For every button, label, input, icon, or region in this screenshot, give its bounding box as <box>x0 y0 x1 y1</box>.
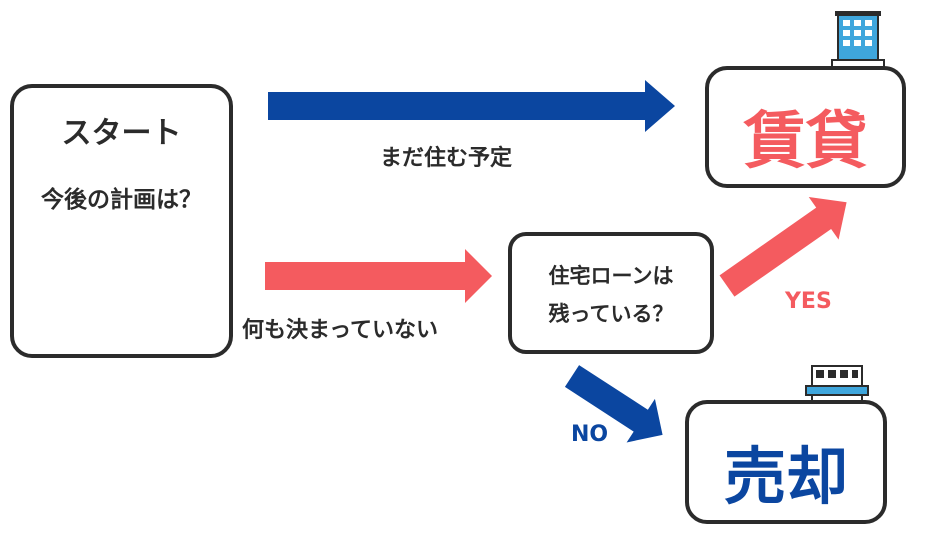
question-line-2: 残っている？ <box>548 302 674 326</box>
mortgage-question-box: 住宅ローンは 残っている？ <box>508 232 714 354</box>
start-title: スタート <box>61 116 182 151</box>
rent-result-box: 賃貸 <box>705 66 906 188</box>
label-no: NO <box>571 422 609 447</box>
sell-label: 売却 <box>723 440 848 513</box>
label-yes: YES <box>785 289 832 314</box>
office-building-icon <box>831 11 885 69</box>
start-question: 今後の計画は？ <box>41 187 202 213</box>
start-box: スタート 今後の計画は？ <box>10 84 233 358</box>
arrow-stay-to-rent <box>268 80 675 132</box>
label-undecided: 何も決まっていない <box>242 318 439 343</box>
label-stay: まだ住む予定 <box>380 146 513 171</box>
store-building-icon <box>805 365 869 404</box>
arrow-no-to-sell <box>564 365 663 443</box>
arrow-undecided-to-question <box>265 249 492 303</box>
question-line-1: 住宅ローンは <box>548 264 674 288</box>
sell-result-box: 売却 <box>685 400 887 524</box>
rent-label: 賃貸 <box>743 104 868 177</box>
arrow-yes-to-rent <box>719 197 847 297</box>
